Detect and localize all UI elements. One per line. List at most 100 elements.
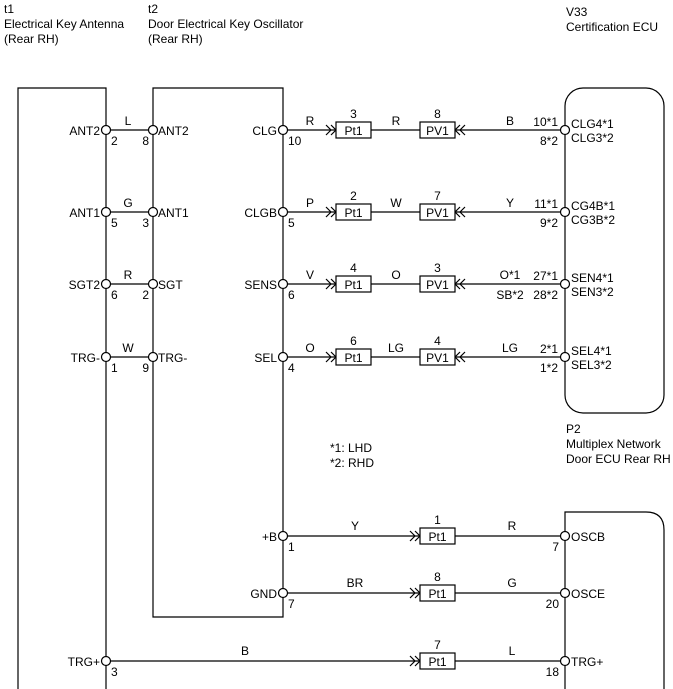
v33-pin-name: SEL3*2: [571, 358, 612, 372]
v33-pin-name: CLG4*1: [571, 117, 614, 131]
p2-pin-number: 7: [552, 540, 559, 554]
pin-terminal: [147, 124, 159, 136]
junction-pv1-label: PV1: [426, 124, 449, 138]
pin-terminal: [147, 351, 159, 363]
t2-location: (Rear RH): [148, 32, 203, 46]
v33-pin-number: 8*2: [540, 134, 558, 148]
wire-color: Y: [506, 196, 514, 210]
t2-pin-number: 4: [288, 361, 295, 375]
junction-pv1-pin: 8: [434, 107, 441, 121]
wire-color: O: [391, 268, 400, 282]
source-pin-number: 7: [288, 597, 295, 611]
t2-pin-number: 6: [288, 288, 295, 302]
pin-terminal: [277, 206, 289, 218]
v33-pin-number: 11*1: [534, 197, 558, 211]
junction-pt1-box: [419, 652, 456, 670]
v33-pin-number: 10*1: [533, 115, 558, 129]
t1-pin-number: 1: [111, 361, 118, 375]
v33-pin-name: SEL4*1: [571, 344, 612, 358]
t2-code: t2: [148, 2, 159, 16]
p2-pin-name: TRG+: [571, 655, 603, 669]
t2-pin-name: CLG: [252, 124, 277, 138]
t2-pin-name: SENS: [244, 278, 277, 292]
wire-color: B: [506, 114, 514, 128]
p2-name: Multiplex Network: [566, 437, 661, 451]
junction-pt1-box: [335, 121, 372, 139]
t2-pin-name: SGT: [158, 278, 183, 292]
junction-pt1-pin: 8: [434, 570, 441, 584]
junction-pv1-pin: 3: [434, 261, 441, 275]
pin-terminal: [559, 124, 571, 136]
pin-terminal: [100, 124, 112, 136]
t2-pin-number: 10: [288, 134, 302, 148]
p2-code: P2: [566, 422, 581, 436]
p2-name2: Door ECU Rear RH: [566, 452, 671, 466]
v33-pin-name: CG4B*1: [571, 199, 615, 213]
wire-color: LG: [388, 341, 404, 355]
pin-terminal: [147, 278, 159, 290]
junction-pv1-box: [419, 121, 456, 139]
v33-pin-number: 9*2: [540, 216, 558, 230]
junction-pt1-pin: 4: [350, 261, 357, 275]
p2-title: P2 Multiplex Network Door ECU Rear RH: [566, 422, 671, 467]
junction-pv1-box: [419, 203, 456, 221]
v33-pin-name: CLG3*2: [571, 131, 614, 145]
t1-pin-name: TRG-: [71, 351, 100, 365]
wire-color: Y: [351, 519, 359, 533]
note-lhd: *1: LHD: [330, 441, 373, 455]
pin-terminal: [277, 124, 289, 136]
wire-color: B: [241, 644, 249, 658]
wire-color: R: [124, 268, 133, 282]
t2-pin-number: 9: [142, 361, 149, 375]
t2-pin-number: 3: [142, 216, 149, 230]
t1-name: Electrical Key Antenna: [4, 17, 125, 31]
junction-pt1-label: Pt1: [428, 655, 446, 669]
t1-pin-name: ANT2: [69, 124, 100, 138]
source-pin-number: 3: [111, 665, 118, 679]
pin-terminal: [559, 530, 571, 542]
junction-pt1-label: Pt1: [428, 530, 446, 544]
junction-pt1-label: Pt1: [344, 206, 362, 220]
v33-ecu-body: [564, 87, 665, 414]
v33-pin-number: 2*1: [540, 342, 558, 356]
junction-pt1-box: [419, 584, 456, 602]
t2-title: t2 Door Electrical Key Oscillator (Rear …: [148, 2, 303, 47]
pin-terminal: [277, 351, 289, 363]
note-rhd: *2: RHD: [330, 456, 375, 470]
pin-terminal: [277, 278, 289, 290]
junction-pv1-label: PV1: [426, 278, 449, 292]
junction-pt1-box: [335, 348, 372, 366]
t1-pin-number: 5: [111, 216, 118, 230]
t2-name: Door Electrical Key Oscillator: [148, 17, 304, 31]
v33-name: Certification ECU: [566, 20, 659, 34]
pin-terminal: [559, 587, 571, 599]
junction-pv1-label: PV1: [426, 206, 449, 220]
junction-pv1-box: [419, 348, 456, 366]
pin-terminal: [559, 206, 571, 218]
v33-pin-number: 28*2: [533, 288, 558, 302]
junction-pt1-pin: 2: [350, 189, 357, 203]
junction-pt1-pin: 1: [434, 513, 441, 527]
t2-pin-name: SEL: [254, 351, 277, 365]
v33-pin-name: SEN3*2: [571, 285, 614, 299]
v33-pin-name: CG3B*2: [571, 213, 615, 227]
p2-pin-number: 18: [546, 665, 560, 679]
pin-terminal: [100, 278, 112, 290]
wire-color: G: [507, 576, 516, 590]
wire-color: V: [306, 268, 314, 282]
pin-terminal: [100, 655, 112, 667]
source-pin-name: +B: [262, 530, 277, 544]
pin-terminal: [100, 206, 112, 218]
notes: *1: LHD *2: RHD: [330, 441, 374, 471]
t1-title: t1 Electrical Key Antenna (Rear RH): [4, 2, 124, 47]
v33-pin-number: 1*2: [540, 361, 558, 375]
junction-pt1-label: Pt1: [344, 124, 362, 138]
t1-location: (Rear RH): [4, 32, 59, 46]
pin-terminal: [559, 351, 571, 363]
junction-pv1-box: [419, 275, 456, 293]
wire-color: L: [509, 644, 516, 658]
t2-pin-number: 8: [142, 134, 149, 148]
v33-title: V33 Certification ECU: [566, 5, 658, 35]
v33-code: V33: [566, 5, 588, 19]
